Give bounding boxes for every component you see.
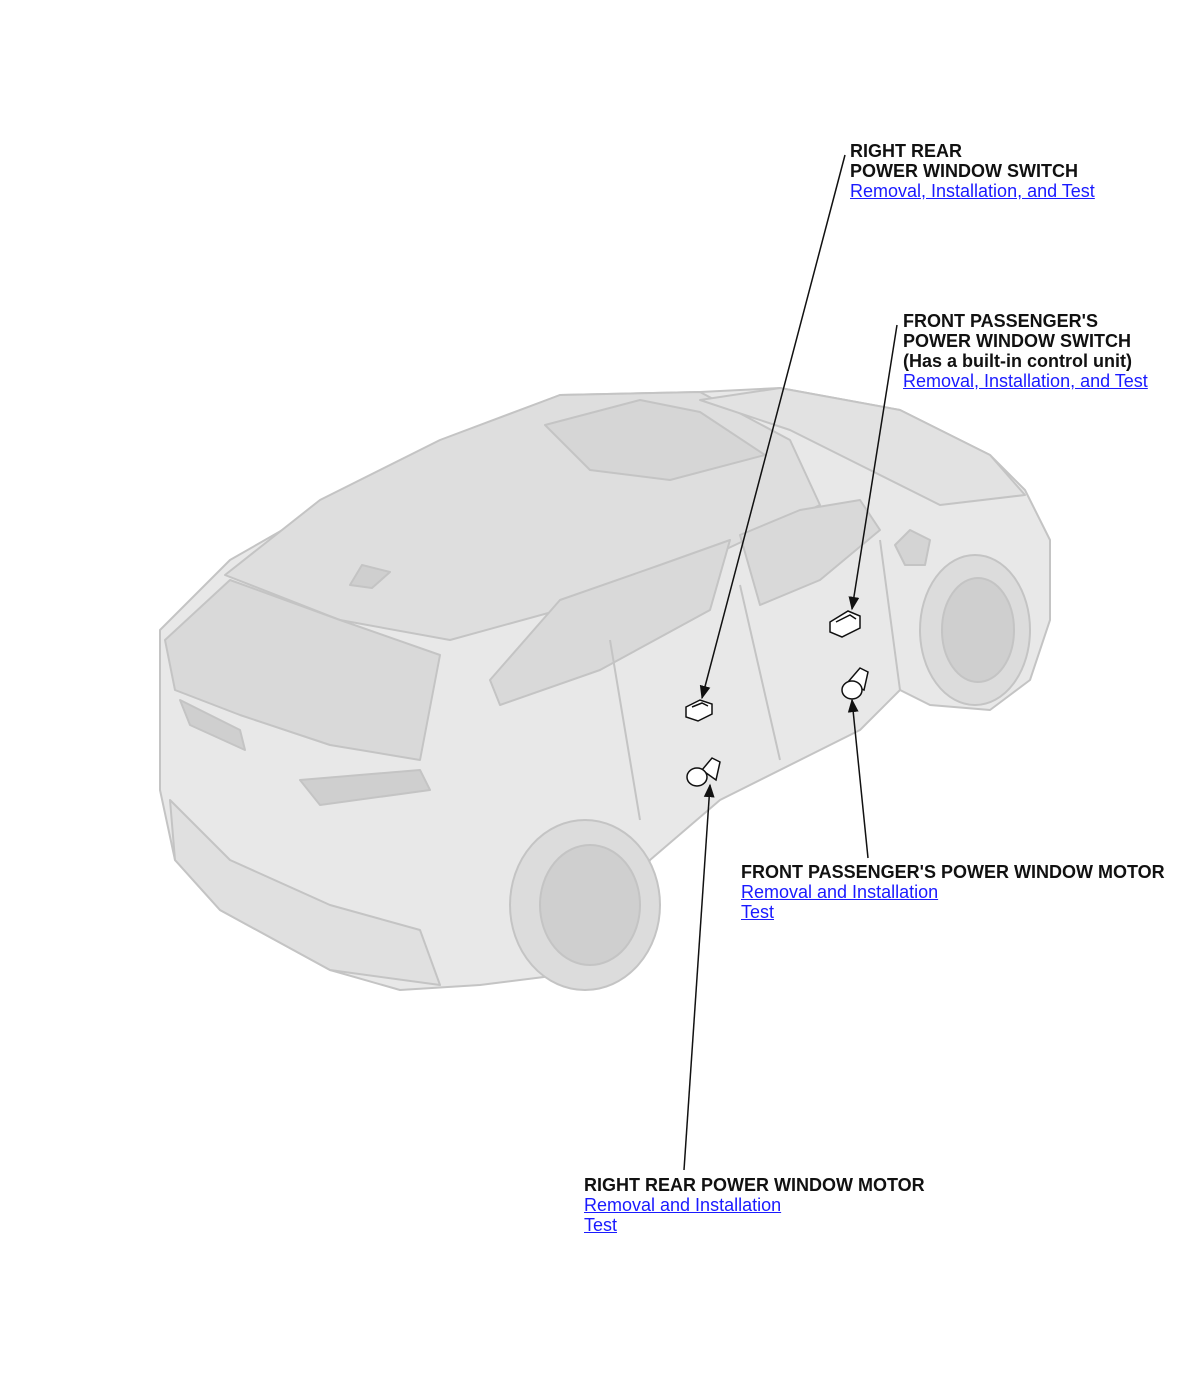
fp-motor-test-link[interactable]: Test: [741, 902, 775, 922]
callout-right-rear-motor: RIGHT REAR POWER WINDOW MOTOR Removal an…: [584, 1175, 925, 1235]
fp-motor-removal-install-link[interactable]: Removal and Installation: [741, 882, 939, 902]
callout-right-rear-switch: RIGHT REAR POWER WINDOW SWITCH Removal, …: [850, 141, 1095, 201]
leader-fp-motor: [847, 698, 869, 859]
callout-title-line: RIGHT REAR POWER WINDOW MOTOR: [584, 1175, 925, 1195]
rr-motor-component: [686, 757, 721, 787]
callout-front-passenger-motor: FRONT PASSENGER'S POWER WINDOW MOTOR Rem…: [741, 862, 1165, 922]
callout-title-line: FRONT PASSENGER'S: [903, 311, 1098, 331]
rr-switch-component: [685, 699, 713, 722]
leader-lines: [683, 154, 898, 1171]
leader-rr-switch: [699, 154, 846, 700]
rr-motor-test-link[interactable]: Test: [584, 1215, 618, 1235]
rr-switch-removal-install-test-link[interactable]: Removal, Installation, and Test: [850, 181, 1095, 201]
rr-motor-removal-install-link[interactable]: Removal and Installation: [584, 1195, 782, 1215]
leader-fp-switch: [848, 324, 898, 611]
fp-switch-removal-install-test-link[interactable]: Removal, Installation, and Test: [903, 371, 1148, 391]
vehicle-body: [159, 387, 1051, 991]
callout-title-line: POWER WINDOW SWITCH: [850, 161, 1078, 181]
callout-front-passenger-switch: FRONT PASSENGER'S POWER WINDOW SWITCH (H…: [903, 311, 1148, 391]
callout-note-line: (Has a built-in control unit): [903, 351, 1132, 371]
callout-title-line: POWER WINDOW SWITCH: [903, 331, 1131, 351]
callout-title-line: RIGHT REAR: [850, 141, 962, 161]
fp-motor-component: [841, 667, 869, 700]
fp-switch-component: [829, 610, 861, 638]
callout-title-line: FRONT PASSENGER'S POWER WINDOW MOTOR: [741, 862, 1165, 882]
leader-rr-motor: [683, 783, 715, 1171]
